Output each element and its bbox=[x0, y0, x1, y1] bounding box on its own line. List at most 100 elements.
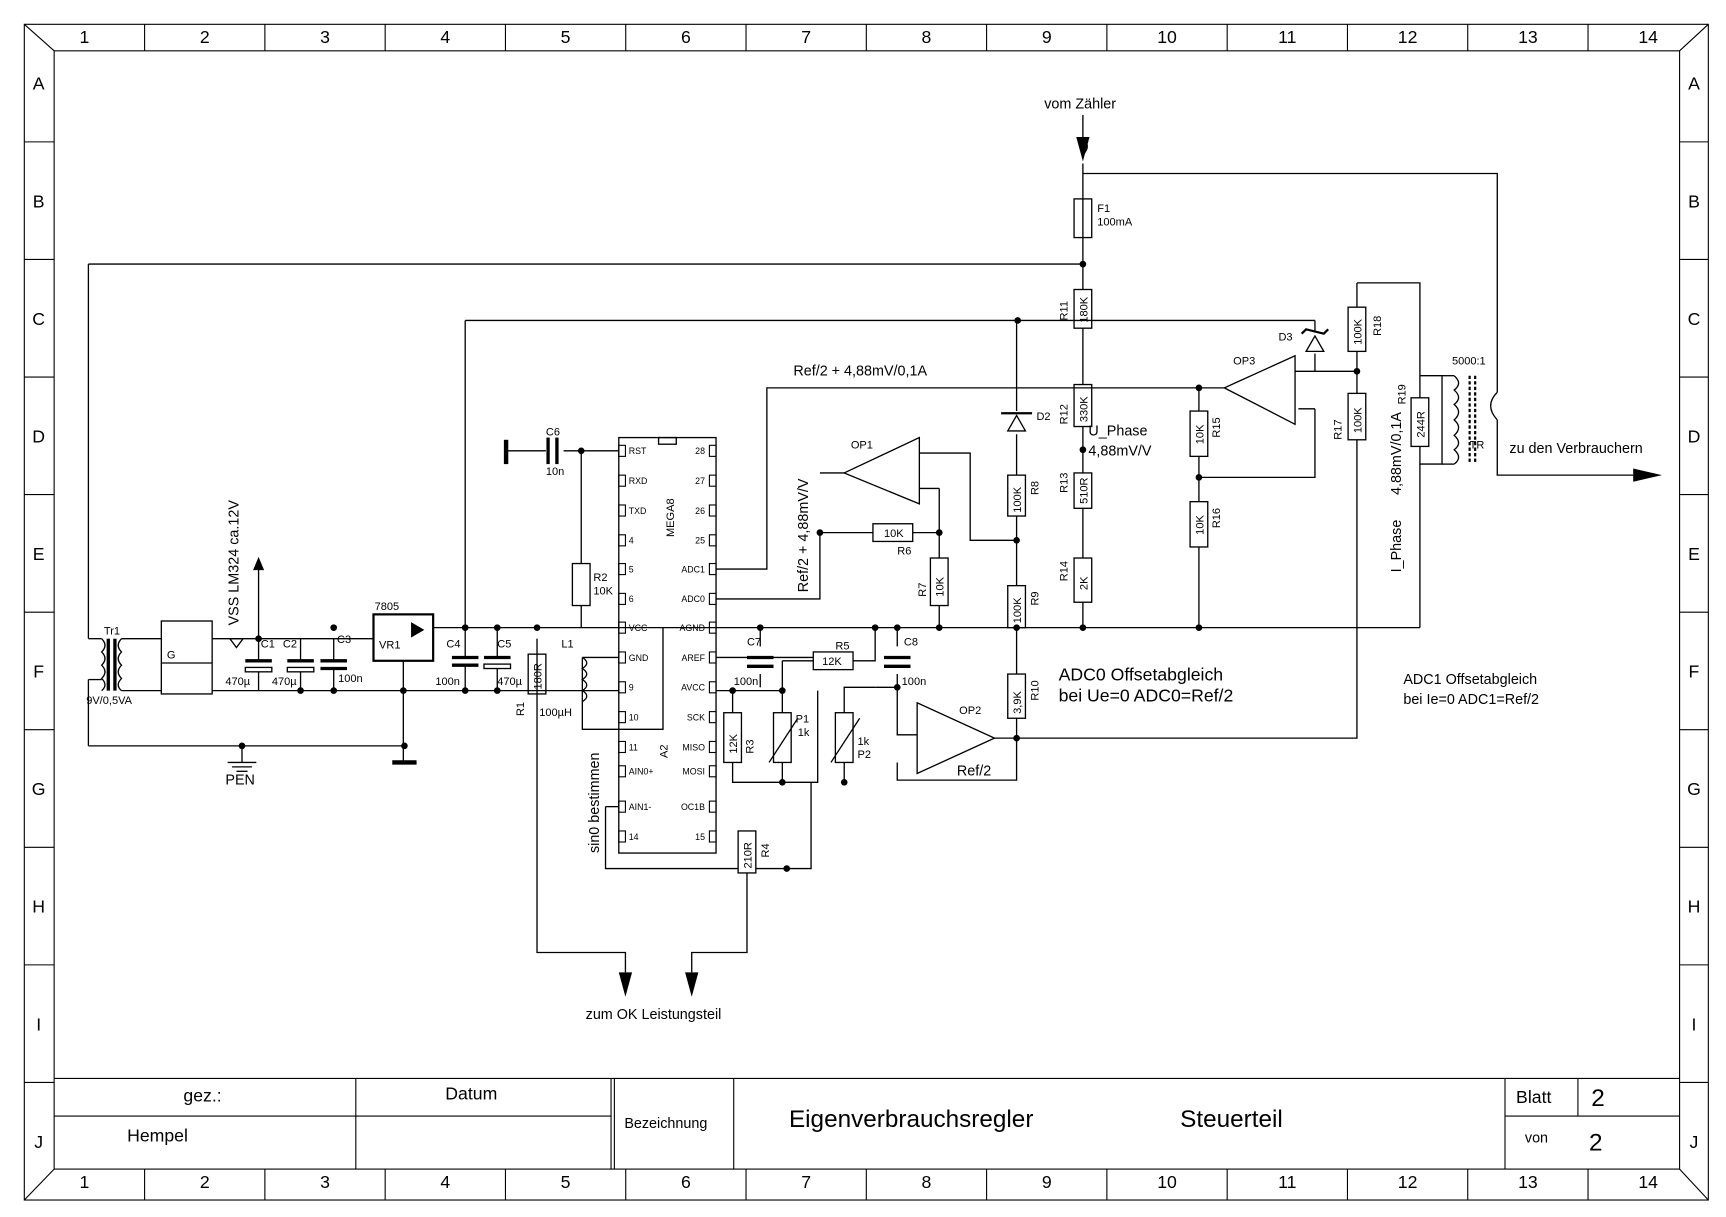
column-label-top: 2 bbox=[200, 27, 210, 47]
l1-label: L1 bbox=[561, 639, 573, 651]
r13-value: 510R bbox=[1078, 477, 1090, 503]
d2-label: D2 bbox=[1036, 411, 1050, 423]
mcu-pin-right-label: 25 bbox=[695, 536, 705, 546]
pen-ground-icon bbox=[227, 761, 257, 772]
p2-label: P2 bbox=[857, 749, 871, 761]
f1-label: F1 bbox=[1097, 203, 1110, 215]
mcu-pin-left-label: 6 bbox=[629, 594, 634, 604]
mcu-pin-right-label: ADC1 bbox=[681, 564, 705, 574]
resistor-r19 bbox=[1410, 397, 1430, 448]
mcu-pin-left-label: 11 bbox=[629, 742, 638, 752]
junction-dot bbox=[935, 624, 943, 631]
mcu-pin-left-label: 14 bbox=[629, 832, 639, 842]
diode-d2 bbox=[1001, 412, 1033, 432]
column-label-top: 11 bbox=[1278, 27, 1296, 47]
resistor-r1 bbox=[527, 653, 547, 695]
r4-label: R4 bbox=[760, 843, 772, 857]
row-label-left: H bbox=[32, 897, 45, 917]
c1-label: C1 bbox=[261, 639, 275, 651]
row-label-right: J bbox=[1690, 1132, 1699, 1152]
r3-value: 12K bbox=[728, 733, 740, 753]
regulator-7805 bbox=[372, 613, 435, 662]
junction-dot bbox=[1195, 384, 1203, 392]
junction-dot bbox=[533, 624, 541, 631]
resistor-r10 bbox=[1007, 673, 1027, 719]
capacitor-c4 bbox=[451, 627, 479, 691]
mcu-pin-left-label: 10 bbox=[629, 712, 639, 722]
p1-value: 1k bbox=[798, 727, 810, 739]
p1-label: P1 bbox=[796, 714, 810, 726]
resistor-r12 bbox=[1073, 383, 1093, 428]
mcu-pin-labels: RSTRXDTXD456VCCGND91011AIN0+AIN1-1428272… bbox=[629, 446, 706, 842]
i-phase-label: I_Phase bbox=[1389, 520, 1405, 573]
r9-label: R9 bbox=[1030, 591, 1042, 605]
c3-label: C3 bbox=[337, 634, 351, 646]
u7805-label: 7805 bbox=[375, 601, 400, 613]
r18-label: R18 bbox=[1372, 316, 1384, 336]
c6-label: C6 bbox=[546, 426, 560, 438]
junction-dot bbox=[1079, 260, 1087, 268]
drawn-label: gez.: bbox=[183, 1086, 221, 1106]
column-label-top: 10 bbox=[1157, 27, 1177, 47]
junction-dot bbox=[1013, 734, 1020, 742]
junction-dot bbox=[893, 624, 901, 631]
junction-dot bbox=[1195, 624, 1203, 631]
junction-dot bbox=[893, 683, 901, 691]
outer-frame bbox=[23, 23, 1709, 1201]
resistor-r5 bbox=[812, 651, 854, 671]
row-label-right: I bbox=[1692, 1014, 1697, 1034]
sheet-total: 2 bbox=[1589, 1129, 1603, 1156]
sheet-label: Blatt bbox=[1516, 1087, 1551, 1107]
u-phase-label: U_Phase bbox=[1088, 423, 1147, 439]
opamp-op1 bbox=[842, 436, 921, 505]
column-label-bottom: 3 bbox=[320, 1172, 330, 1192]
arrow-from-meter-icon bbox=[1076, 137, 1090, 162]
mcu-pin-right-label: AGND bbox=[679, 623, 705, 633]
row-label-left: F bbox=[33, 662, 44, 682]
r15-value: 10K bbox=[1194, 424, 1206, 444]
tr-ratio: 5000:1 bbox=[1452, 356, 1486, 368]
arrow-power-part-1-icon bbox=[618, 972, 633, 997]
drawn-by: Hempel bbox=[127, 1125, 188, 1145]
column-label-bottom: 2 bbox=[200, 1172, 210, 1192]
from-meter-label: vom Zähler bbox=[1044, 96, 1116, 112]
r7-label: R7 bbox=[917, 583, 929, 597]
junction-dots bbox=[238, 260, 1361, 872]
column-label-top: 5 bbox=[561, 27, 571, 47]
r5-label: R5 bbox=[835, 641, 849, 653]
column-label-bottom: 12 bbox=[1398, 1172, 1418, 1192]
row-label-right: E bbox=[1688, 544, 1700, 564]
column-label-bottom: 5 bbox=[561, 1172, 571, 1192]
r13-label: R13 bbox=[1058, 473, 1070, 493]
resistor-r15 bbox=[1189, 410, 1209, 458]
r12-label: R12 bbox=[1058, 404, 1070, 424]
row-label-right: F bbox=[1689, 662, 1700, 682]
c4-value: 100n bbox=[435, 676, 460, 688]
arrow-power-part-2-icon bbox=[685, 972, 699, 997]
resistor-r11 bbox=[1073, 288, 1093, 329]
designation-label: Bezeichnung bbox=[624, 1116, 707, 1132]
i-phase-scale: 4,88mV/0,1A bbox=[1389, 412, 1405, 495]
row-label-right: C bbox=[1688, 309, 1701, 329]
junction-dot bbox=[779, 687, 786, 694]
junction-dot bbox=[1195, 474, 1203, 481]
c7-value: 100n bbox=[734, 676, 759, 688]
op1-label: OP1 bbox=[851, 440, 873, 452]
column-label-top: 12 bbox=[1398, 27, 1418, 47]
mcu-pin-right-label: 27 bbox=[695, 476, 705, 486]
mcu-pin-left-label: 4 bbox=[629, 536, 634, 546]
r19-value: 244R bbox=[1415, 411, 1427, 437]
junction-dot bbox=[1353, 367, 1361, 375]
row-label-left: A bbox=[33, 74, 45, 94]
mcu-pin-right-label: MISO bbox=[682, 742, 705, 752]
row-label-right: D bbox=[1688, 426, 1701, 446]
r16-value: 10K bbox=[1194, 515, 1206, 535]
resistor-r3 bbox=[723, 712, 743, 764]
row-label-left: C bbox=[32, 309, 45, 329]
ref-current-label: Ref/2 + 4,88mV/0,1A bbox=[793, 364, 927, 380]
r1-value: 180R bbox=[532, 663, 544, 689]
r11-value: 180K bbox=[1078, 296, 1090, 322]
adc1-desc: bei Ie=0 ADC1=Ref/2 bbox=[1403, 692, 1539, 708]
